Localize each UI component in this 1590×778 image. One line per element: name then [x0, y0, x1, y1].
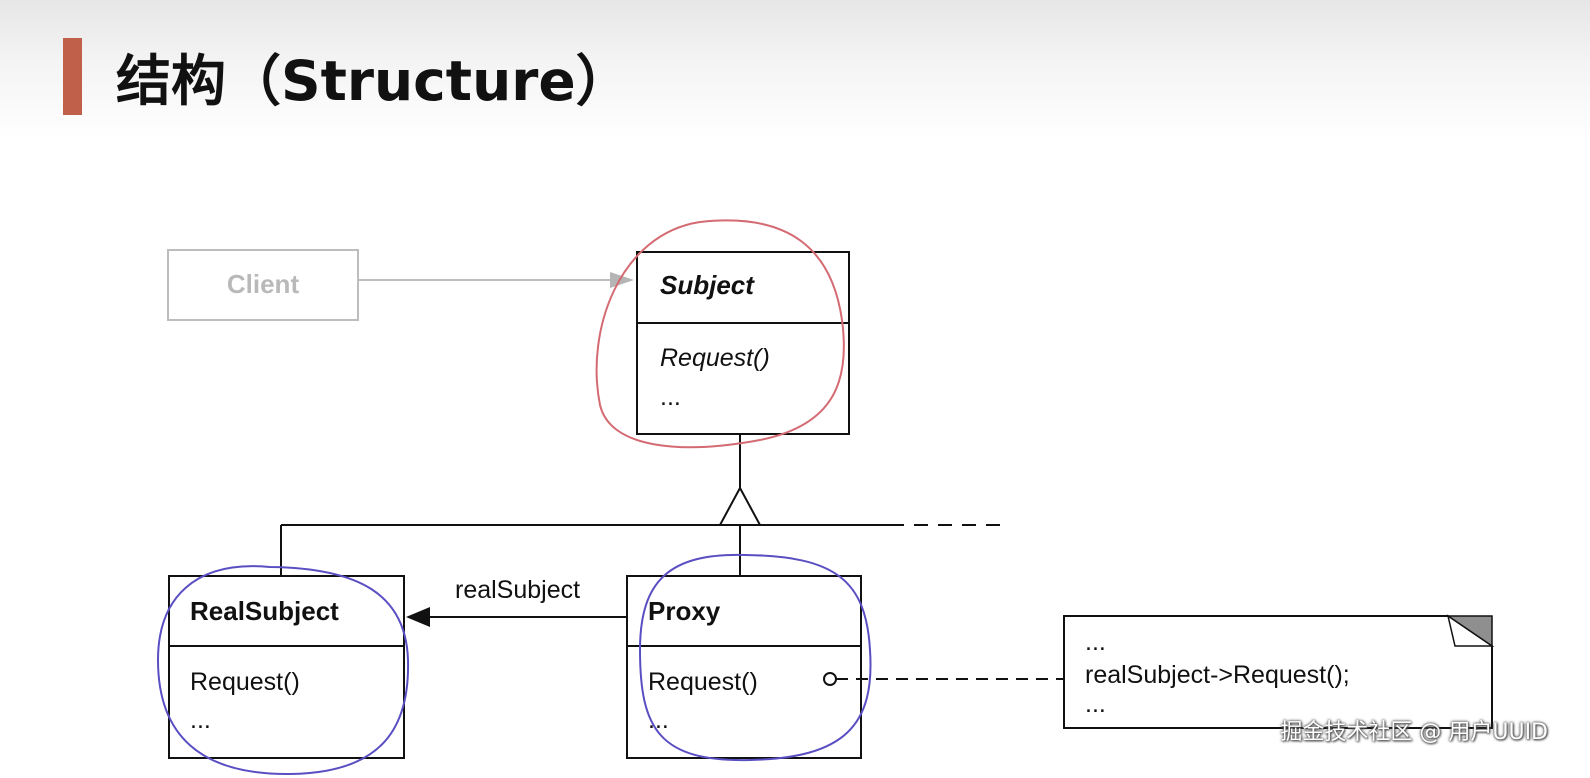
client-label: Client	[227, 269, 300, 299]
subject-more: ...	[660, 383, 681, 411]
real-subject-highlight-loop	[156, 565, 410, 776]
watermark: 掘金技术社区 @ 用户UUID	[1280, 720, 1548, 745]
proxy-operation: Request()	[648, 668, 758, 696]
subject-class: Subject Request() ...	[636, 251, 850, 435]
proxy-to-real-subject-association: realSubject	[406, 576, 627, 627]
generalization-connector	[280, 434, 1000, 576]
page-title: 结构（Structure）	[116, 49, 631, 113]
proxy-more: ...	[648, 706, 669, 734]
client-box	[167, 249, 359, 321]
proxy-box	[626, 575, 862, 759]
inheritance-triangle-icon	[718, 485, 762, 526]
real-subject-name: RealSubject	[190, 596, 339, 626]
real-subject-box	[168, 575, 405, 759]
note-line-3: ...	[1085, 690, 1106, 718]
note-line-1: ...	[1085, 628, 1106, 656]
note-box	[1063, 615, 1493, 729]
proxy-name: Proxy	[648, 596, 721, 626]
real-subject-operation: Request()	[190, 668, 300, 696]
note-line-2: realSubject->Request();	[1085, 661, 1350, 689]
note-anchor-circle-icon	[823, 672, 837, 686]
subject-box	[636, 251, 850, 435]
filled-arrowhead-icon	[406, 607, 430, 627]
proxy-highlight-loop	[638, 553, 872, 762]
title-accent-bar	[63, 38, 82, 115]
real-subject-class: RealSubject Request() ...	[168, 575, 405, 759]
subject-highlight-loop	[595, 219, 845, 449]
client-class: Client	[167, 249, 359, 321]
client-to-subject-association	[358, 272, 634, 288]
subject-operation: Request()	[660, 344, 770, 372]
association-label: realSubject	[455, 576, 580, 604]
note-connector	[823, 672, 1064, 686]
code-note: ... realSubject->Request(); ...	[1063, 614, 1495, 729]
arrowhead-icon	[610, 272, 634, 288]
title-band	[0, 0, 1590, 140]
subject-name: Subject	[660, 270, 755, 300]
proxy-class: Proxy Request() ...	[626, 575, 862, 759]
real-subject-more: ...	[190, 706, 211, 734]
